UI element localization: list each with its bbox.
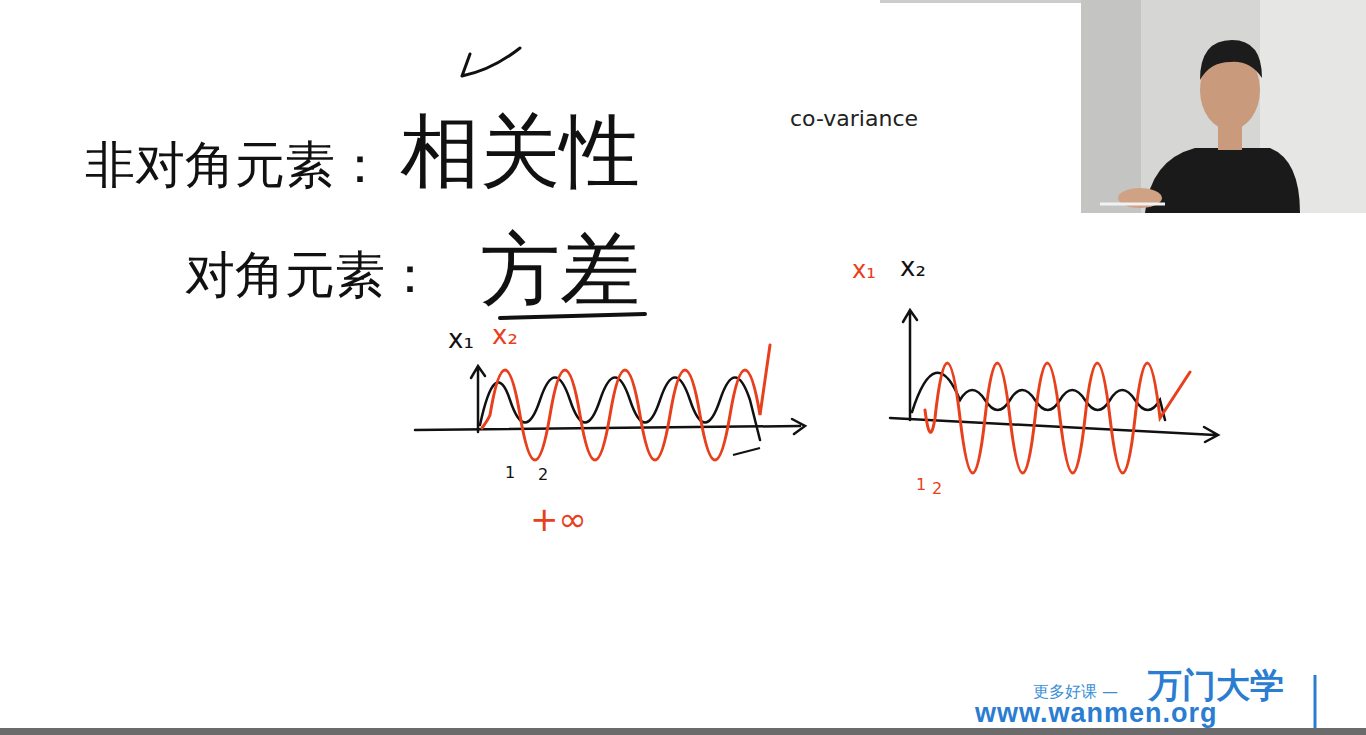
axis-label: x₂ xyxy=(492,322,518,348)
axis-label: x₁ xyxy=(448,326,474,352)
x-axis xyxy=(890,418,1218,442)
watermark-title: 万门大学 xyxy=(1148,668,1284,702)
webcam-door xyxy=(1081,0,1141,213)
heading-text: 方差 xyxy=(480,230,640,310)
note-text: co-variance xyxy=(790,108,918,130)
bottom-bar xyxy=(0,728,1366,735)
tick-label: 1 xyxy=(914,476,928,494)
heading-text: 相关性 xyxy=(400,112,640,192)
tick-label: 1 xyxy=(503,464,517,482)
person-neck xyxy=(1218,124,1242,150)
wave-tail xyxy=(733,448,760,455)
tick-label: 2 xyxy=(536,466,550,484)
red-wave xyxy=(925,363,1190,473)
watermark-url: www.wanmen.org xyxy=(975,700,1218,727)
note-text: +∞ xyxy=(530,502,587,536)
axis-label: x₂ xyxy=(900,254,926,280)
heading-text: 对角元素： xyxy=(185,250,435,300)
webcam-inset xyxy=(1081,0,1366,213)
tick-label: 2 xyxy=(930,480,944,498)
pen xyxy=(1100,203,1165,206)
underline xyxy=(500,314,645,318)
scribble xyxy=(462,48,520,76)
plot-one xyxy=(415,345,805,460)
y-axis xyxy=(471,366,485,432)
watermark-text: 更多好课 — xyxy=(1033,684,1118,700)
red-wave xyxy=(482,345,770,460)
plot-two xyxy=(890,310,1218,473)
axis-label: x₁ xyxy=(852,258,876,282)
person-hair xyxy=(1200,40,1262,80)
person-body xyxy=(1145,148,1300,213)
watermark-bar xyxy=(1314,675,1317,728)
webcam-background xyxy=(1081,0,1366,213)
heading-text: 非对角元素： xyxy=(85,140,385,190)
